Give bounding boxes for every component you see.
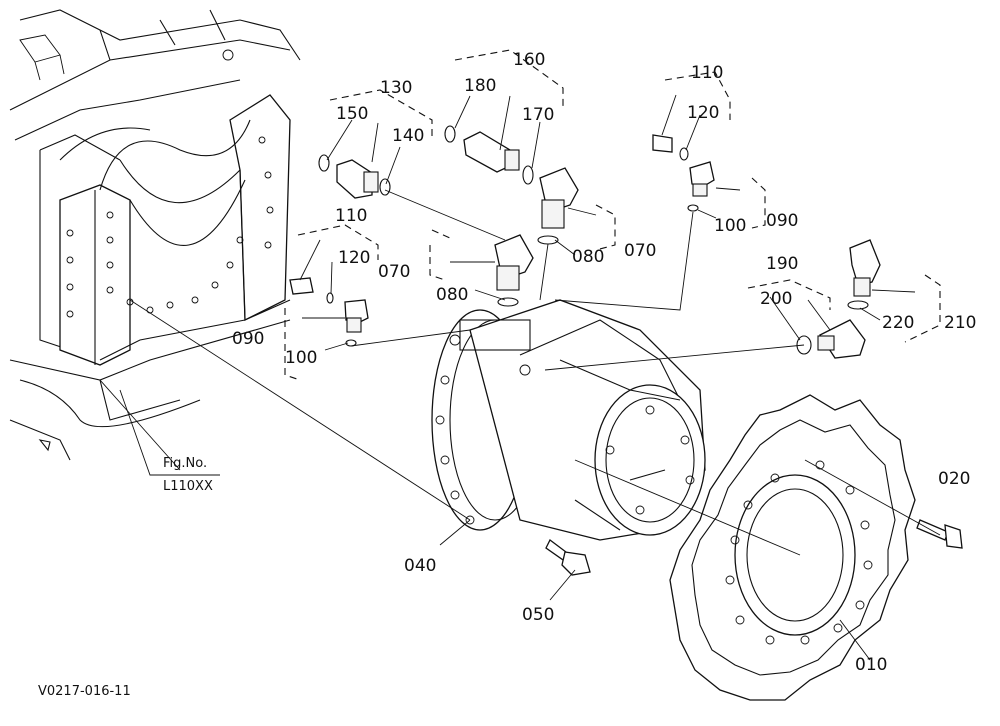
callout-200: 200 [760, 289, 792, 309]
callout-210: 210 [944, 313, 976, 333]
frame-structure [9, 9, 301, 461]
callout-labels: 130 150 140 160 180 170 110 120 110 120 … [232, 50, 976, 675]
callout-170: 170 [522, 105, 554, 125]
callout-100-left: 100 [285, 348, 317, 368]
figure-reference: Fig.No. L110XX [99, 379, 220, 494]
fitting-110-right-group [652, 134, 715, 212]
travel-motor [431, 299, 706, 541]
callout-010: 010 [855, 655, 887, 675]
callout-220: 220 [882, 313, 914, 333]
callout-110-left: 110 [335, 206, 367, 226]
fitting-110-left-group [289, 277, 369, 347]
callout-180: 180 [464, 76, 496, 96]
callout-090-right: 090 [766, 211, 798, 231]
callout-160: 160 [513, 50, 545, 70]
fitting-190-group [796, 319, 866, 359]
fitting-070-left [494, 234, 534, 307]
callout-120-right: 120 [687, 103, 719, 123]
callout-080-left: 080 [436, 285, 468, 305]
fitting-210-group [847, 239, 881, 310]
callout-090-left: 090 [232, 329, 264, 349]
callout-080-right: 080 [572, 247, 604, 267]
bolt-050 [545, 539, 591, 576]
callout-130: 130 [380, 78, 412, 98]
callout-100-right: 100 [714, 216, 746, 236]
callout-050: 050 [522, 605, 554, 625]
bolt-020 [916, 519, 963, 549]
callout-140: 140 [392, 126, 424, 146]
callout-150: 150 [336, 104, 368, 124]
callout-110-right: 110 [691, 63, 723, 83]
callout-070-left: 070 [378, 262, 410, 282]
figure-ref-code: L110XX [163, 479, 213, 494]
callout-070-right: 070 [624, 241, 656, 261]
callout-120-left: 120 [338, 248, 370, 268]
callout-020: 020 [938, 469, 970, 489]
callout-190: 190 [766, 254, 798, 274]
figure-ref-label: Fig.No. [163, 456, 207, 471]
callout-040: 040 [404, 556, 436, 576]
leader-lines [129, 49, 941, 661]
sprocket [669, 394, 916, 701]
fitting-160-group [444, 125, 579, 245]
fitting-130-group [318, 154, 391, 199]
drawing-code: V0217-016-11 [38, 684, 131, 699]
